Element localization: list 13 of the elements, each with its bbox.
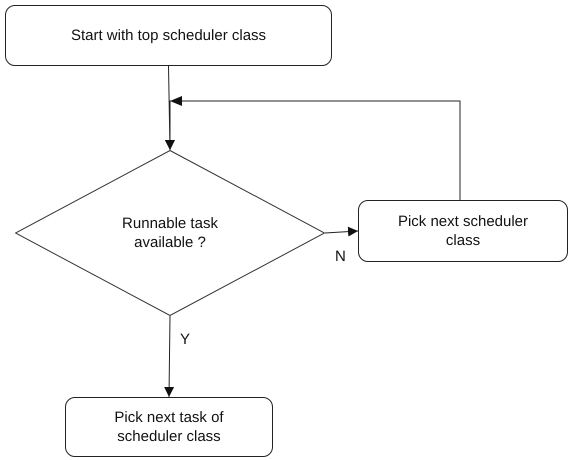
process-box	[358, 200, 568, 262]
process-box	[5, 5, 332, 66]
edge-label: N	[335, 248, 346, 265]
process-box	[65, 397, 273, 457]
arrow	[165, 96, 460, 200]
node-label: Pick next task of scheduler class	[113, 408, 225, 446]
node-label: Start with top scheduler class	[70, 26, 266, 46]
arrow	[164, 316, 174, 398]
node-label: Runnable task available ?	[121, 214, 219, 252]
arrow	[324, 226, 358, 237]
decision-diamond	[15, 150, 325, 316]
edge-label: Y	[180, 331, 190, 348]
node-label: Pick next scheduler class	[396, 212, 530, 250]
